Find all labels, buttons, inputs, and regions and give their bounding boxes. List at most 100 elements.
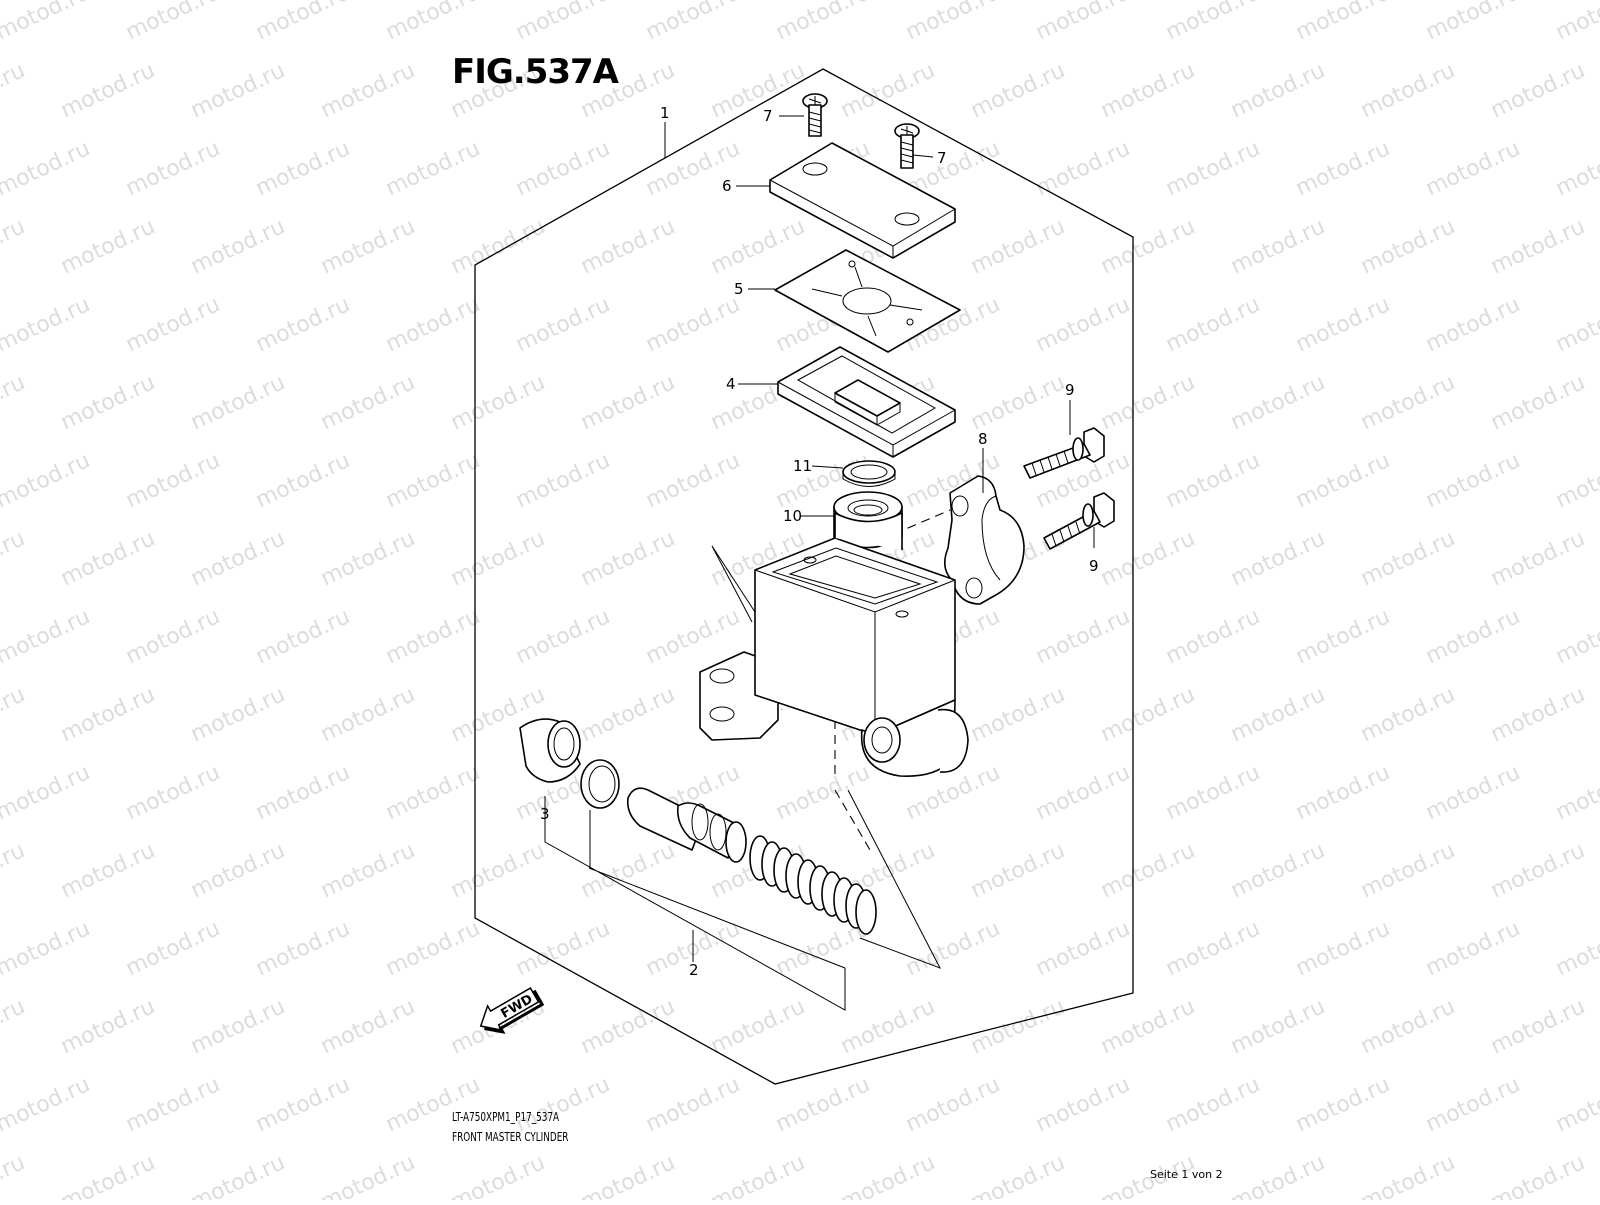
watermark-text: motod.ru xyxy=(902,1072,1004,1137)
watermark-text: motod.ru xyxy=(1552,1072,1600,1137)
watermark-text: motod.ru xyxy=(967,994,1069,1059)
watermark-text: motod.ru xyxy=(967,214,1069,279)
circlip xyxy=(580,759,620,809)
watermark-text: motod.ru xyxy=(1097,526,1199,591)
watermark-text: motod.ru xyxy=(382,916,484,981)
figure-title: FIG.537A xyxy=(452,52,619,92)
watermark-text: motod.ru xyxy=(707,994,809,1059)
callout-6: 6 xyxy=(722,177,732,195)
callout-4: 4 xyxy=(726,375,736,393)
watermark-text: motod.ru xyxy=(512,292,614,357)
watermark-text: motod.ru xyxy=(447,370,549,435)
watermark-text: motod.ru xyxy=(1422,916,1524,981)
watermark-text: motod.ru xyxy=(1162,604,1264,669)
watermark-text: motod.ru xyxy=(317,370,419,435)
watermark-text: motod.ru xyxy=(707,58,809,123)
watermark-text: motod.ru xyxy=(187,994,289,1059)
watermark-text: motod.ru xyxy=(1097,214,1199,279)
watermark-text: motod.ru xyxy=(1032,760,1134,825)
watermark-text: motod.ru xyxy=(187,1150,289,1200)
watermark-text: motod.ru xyxy=(122,292,224,357)
watermark-text: motod.ru xyxy=(1162,0,1264,45)
screw-7-top xyxy=(802,93,828,137)
watermark-text: motod.ru xyxy=(187,58,289,123)
watermark-text: motod.ru xyxy=(57,838,159,903)
callout-2: 2 xyxy=(689,961,699,979)
watermark-text: motod.ru xyxy=(57,214,159,279)
watermark-text: motod.ru xyxy=(1487,994,1589,1059)
page-indicator: Seite 1 von 2 xyxy=(1150,1168,1223,1181)
watermark-text: motod.ru xyxy=(1097,58,1199,123)
watermark-text: motod.ru xyxy=(642,448,744,513)
watermark-text: motod.ru xyxy=(512,136,614,201)
model-code: LT-A750XPM1_P17_537A xyxy=(452,1110,560,1124)
watermark-text: motod.ru xyxy=(122,0,224,45)
watermark-text: motod.ru xyxy=(1032,916,1134,981)
watermark-text: motod.ru xyxy=(1292,448,1394,513)
watermark-text: motod.ru xyxy=(902,916,1004,981)
diaphragm-4 xyxy=(777,346,956,458)
watermark-text: motod.ru xyxy=(0,1072,94,1137)
watermark-text: motod.ru xyxy=(1032,0,1134,45)
watermark-text: motod.ru xyxy=(1357,1150,1459,1200)
watermark-text: motod.ru xyxy=(772,1072,874,1137)
watermark-text: motod.ru xyxy=(252,448,354,513)
watermark-text: motod.ru xyxy=(1422,136,1524,201)
watermark-text: motod.ru xyxy=(967,1150,1069,1200)
watermark-text: motod.ru xyxy=(512,916,614,981)
watermark-text: motod.ru xyxy=(0,0,94,45)
watermark-text: motod.ru xyxy=(1552,136,1600,201)
watermark-text: motod.ru xyxy=(1097,838,1199,903)
watermark-text: motod.ru xyxy=(382,760,484,825)
watermark-text: motod.ru xyxy=(187,526,289,591)
watermark-text: motod.ru xyxy=(382,604,484,669)
watermark-text: motod.ru xyxy=(1227,370,1329,435)
watermark-text: motod.ru xyxy=(577,370,679,435)
watermark-text: motod.ru xyxy=(122,760,224,825)
watermark-text: motod.ru xyxy=(1422,448,1524,513)
watermark-text: motod.ru xyxy=(1227,838,1329,903)
watermark-text: motod.ru xyxy=(122,916,224,981)
callout-10: 10 xyxy=(783,507,802,525)
watermark-text: motod.ru xyxy=(1032,1072,1134,1137)
watermark-text: motod.ru xyxy=(252,916,354,981)
watermark-text: motod.ru xyxy=(967,58,1069,123)
watermark-text: motod.ru xyxy=(317,838,419,903)
watermark-text: motod.ru xyxy=(382,292,484,357)
master-cylinder-body-1 xyxy=(699,512,969,777)
watermark-text: motod.ru xyxy=(1552,604,1600,669)
watermark-text: motod.ru xyxy=(837,994,939,1059)
watermark-text: motod.ru xyxy=(1227,1150,1329,1200)
watermark-text: motod.ru xyxy=(1487,1150,1589,1200)
watermark-text: motod.ru xyxy=(967,838,1069,903)
watermark-text: motod.ru xyxy=(252,0,354,45)
watermark-text: motod.ru xyxy=(1162,916,1264,981)
watermark-text: motod.ru xyxy=(57,682,159,747)
spring xyxy=(749,835,877,935)
watermark-text: motod.ru xyxy=(1097,994,1199,1059)
watermark-text: motod.ru xyxy=(0,58,29,123)
callout-11: 11 xyxy=(793,457,812,475)
watermark-text: motod.ru xyxy=(1162,760,1264,825)
watermark-text: motod.ru xyxy=(317,682,419,747)
watermark-text: motod.ru xyxy=(447,214,549,279)
watermark-text: motod.ru xyxy=(0,526,29,591)
watermark-text: motod.ru xyxy=(1292,916,1394,981)
reservoir-cover-6 xyxy=(769,142,956,259)
assembly-outline xyxy=(474,68,1134,1085)
watermark-text: motod.ru xyxy=(1357,526,1459,591)
watermark-text: motod.ru xyxy=(1422,1072,1524,1137)
bolt-9-top xyxy=(1023,427,1105,479)
watermark-text: motod.ru xyxy=(1292,760,1394,825)
watermark-text: motod.ru xyxy=(1552,448,1600,513)
watermark-text: motod.ru xyxy=(967,370,1069,435)
watermark-text: motod.ru xyxy=(512,448,614,513)
watermark-text: motod.ru xyxy=(317,994,419,1059)
watermark-text: motod.ru xyxy=(577,682,679,747)
watermark-text: motod.ru xyxy=(772,760,874,825)
watermark-text: motod.ru xyxy=(0,838,29,903)
watermark-text: motod.ru xyxy=(577,526,679,591)
watermark-text: motod.ru xyxy=(512,1072,614,1137)
